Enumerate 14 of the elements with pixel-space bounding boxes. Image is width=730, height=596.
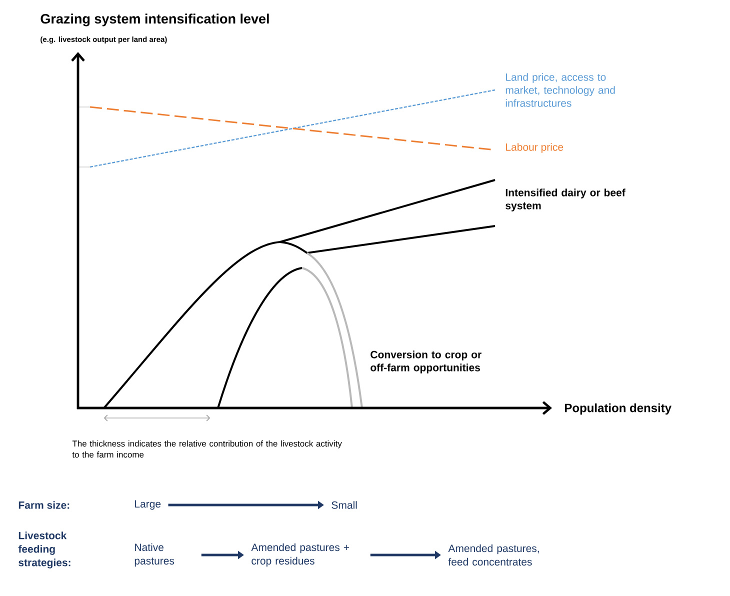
note-text: The thickness indicates the relative contribution of the livestock activity to the farm income xyxy=(72,440,342,458)
curve-label: Conversion to crop or off-farm opportunities xyxy=(370,350,482,374)
stage-text: Small xyxy=(332,501,357,509)
axis-label: Population density xyxy=(565,403,672,415)
curve-label: Intensified dairy or beef system xyxy=(506,188,626,212)
chart-title: Grazing system intensification level xyxy=(40,14,269,26)
stage-text: Amended pastures + crop residues xyxy=(251,543,350,567)
stage-text: Amended pastures, feed concentrates xyxy=(448,544,539,566)
stage-text: Large xyxy=(135,500,161,510)
stage-text: Native pastures xyxy=(134,543,174,567)
row-label: Livestock feeding strategies: xyxy=(18,532,70,568)
row-label: Farm size: xyxy=(18,501,70,509)
line-label: Land price, access to market, technology and infrastructures xyxy=(506,73,615,107)
line-label: Labour price xyxy=(506,143,564,153)
